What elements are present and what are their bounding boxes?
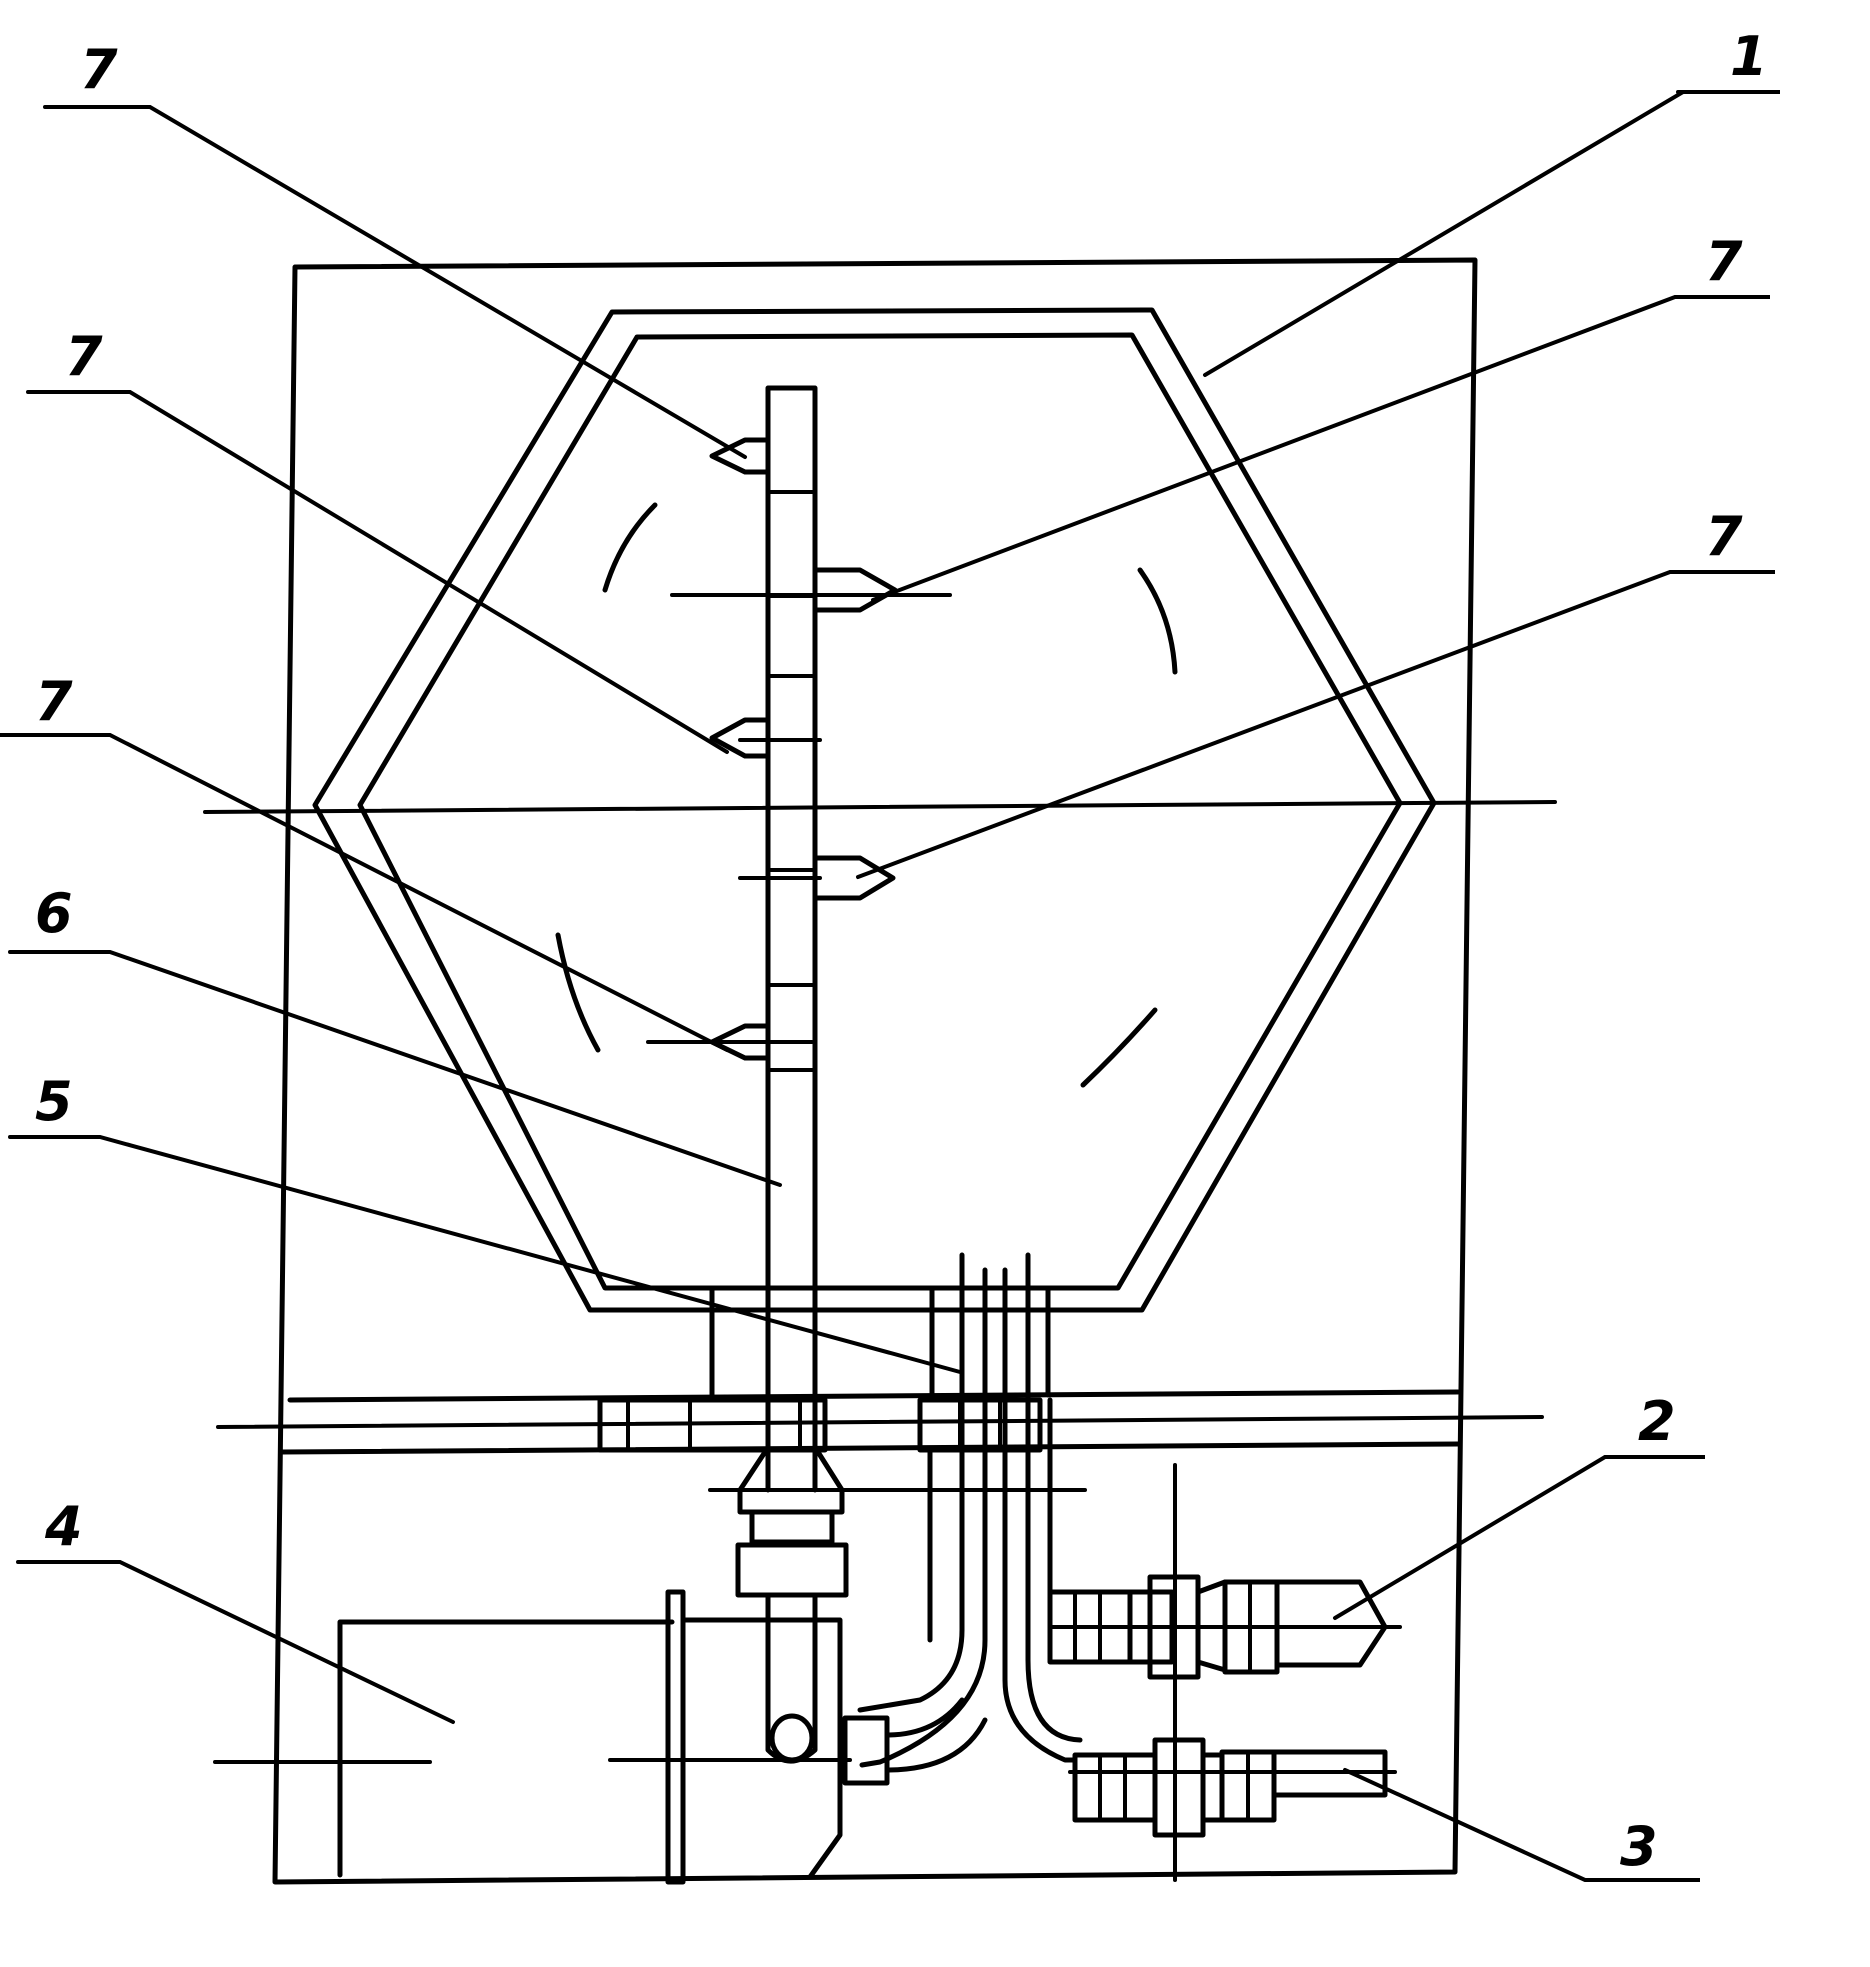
callout-1-housing: 1 (1730, 25, 1768, 88)
nozzle-right-2 (738, 855, 896, 901)
flow-arrow-upper-left (602, 502, 658, 593)
shaft (765, 385, 818, 1493)
nozzle-left-2 (709, 717, 822, 759)
hexagon-centerline (203, 800, 1557, 814)
flow-arrow-lower-right (1080, 1007, 1158, 1088)
partition-flange (597, 1397, 1043, 1453)
nozzle-left-3 (646, 1023, 814, 1061)
housing-outer (312, 307, 1437, 1313)
partition-centerline (216, 1415, 1544, 1429)
partition-line-bottom (279, 1441, 1461, 1455)
callout-3-valve: 3 (1620, 1815, 1658, 1878)
valve-2 (1047, 1574, 1402, 1680)
callout-7-left-middle: 7 (35, 670, 73, 733)
callout-2-valve: 2 (1638, 1390, 1676, 1453)
callout-7-left-upper: 7 (65, 325, 103, 388)
motor-body (213, 1589, 988, 1885)
callout-7-right-upper: 7 (1705, 230, 1743, 293)
housing-inner (357, 332, 1403, 1291)
nozzle-left-1 (709, 437, 771, 475)
leader-lines (0, 90, 1780, 1882)
callout-6-shaft: 6 (35, 882, 73, 945)
callout-7-top-left: 7 (80, 38, 118, 101)
outer-frame (272, 257, 1478, 1885)
callout-4-motor: 4 (44, 1495, 83, 1558)
callout-5-pipes: 5 (35, 1070, 73, 1133)
flow-arrow-upper-right (1137, 567, 1178, 675)
callout-7-right-middle: 7 (1705, 505, 1743, 568)
nozzle-right-1 (670, 567, 952, 613)
pipe-bundle (857, 1252, 1083, 1768)
partition-line-top (287, 1389, 1461, 1403)
flow-arrow-lower-left (555, 932, 601, 1053)
valve-3 (1068, 1737, 1397, 1838)
